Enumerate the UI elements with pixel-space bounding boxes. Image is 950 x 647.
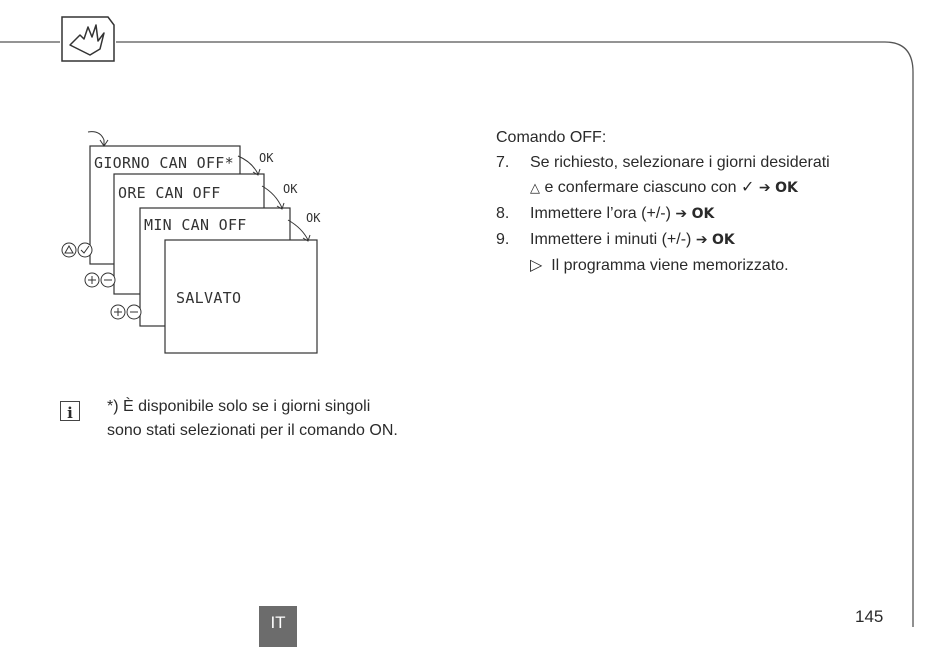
screen-4-text: SALVATO [176,289,241,307]
step-number: 7. [496,154,510,171]
check-button-icon [77,242,93,258]
ok-label-1: OK [259,151,274,165]
arrow-right-icon: ➔ [758,179,771,195]
ok-key-label: OK [775,180,798,196]
entry-arrow-icon [99,139,109,147]
triangle-icon: △ [530,180,540,195]
plus-button-icon-2 [110,304,126,320]
triangle-button-icon [61,242,77,258]
step-7: 7. Se richiesto, selezionare i giorni de… [496,150,916,201]
minus-button-icon [100,272,116,288]
arrow-right-icon: ➔ [675,205,688,221]
display-sequence-diagram: GIORNO CAN OFF* ORE CAN OFF MIN CAN OFF … [61,131,321,354]
step-text: Se richiesto, selezionare i giorni desid… [530,154,830,171]
step-8: 8. Immettere l’ora (+/-) ➔ OK [496,201,916,227]
step-text-continued: e confermare ciascuno con [544,179,737,196]
ok-label-3: OK [306,211,321,225]
screen-2-text: ORE CAN OFF [118,184,221,202]
footnote-line-1: *) È disponibile solo se i giorni singol… [107,398,371,415]
page-number: 145 [855,607,884,626]
instructions-block: Comando OFF: 7. Se richiesto, selezionar… [496,125,916,278]
language-badge: IT [259,606,297,647]
instructions-heading: Comando OFF: [496,129,607,146]
ok-key-label: OK [691,206,715,222]
screen-3-text: MIN CAN OFF [144,216,247,234]
screen-4: SALVATO [164,239,318,354]
step-9: 9. Immettere i minuti (+/-) ➔ OK ▷ Il pr… [496,227,916,278]
hand-press-icon [61,16,115,62]
ok-label-2: OK [283,182,298,196]
step-text: Immettere i minuti (+/-) [530,231,692,248]
check-icon: ✓ [741,179,755,196]
step-number: 8. [496,205,510,222]
footnote: i *) È disponibile solo se i giorni sing… [60,395,460,443]
footnote-line-2: sono stati selezionati per il comando ON… [107,422,398,439]
step-text: Immettere l’ora (+/-) [530,205,671,222]
result-marker-icon: ▷ [530,257,543,274]
arrow-right-icon: ➔ [695,231,708,247]
ok-key-label: OK [712,232,735,248]
plus-button-icon [84,272,100,288]
screen-1-text: GIORNO CAN OFF* [94,154,234,172]
minus-button-icon-2 [126,304,142,320]
step-number: 9. [496,231,510,248]
steps-list: 7. Se richiesto, selezionare i giorni de… [496,150,916,278]
info-icon: i [60,401,80,422]
step-result-text: Il programma viene memorizzato. [551,257,789,274]
